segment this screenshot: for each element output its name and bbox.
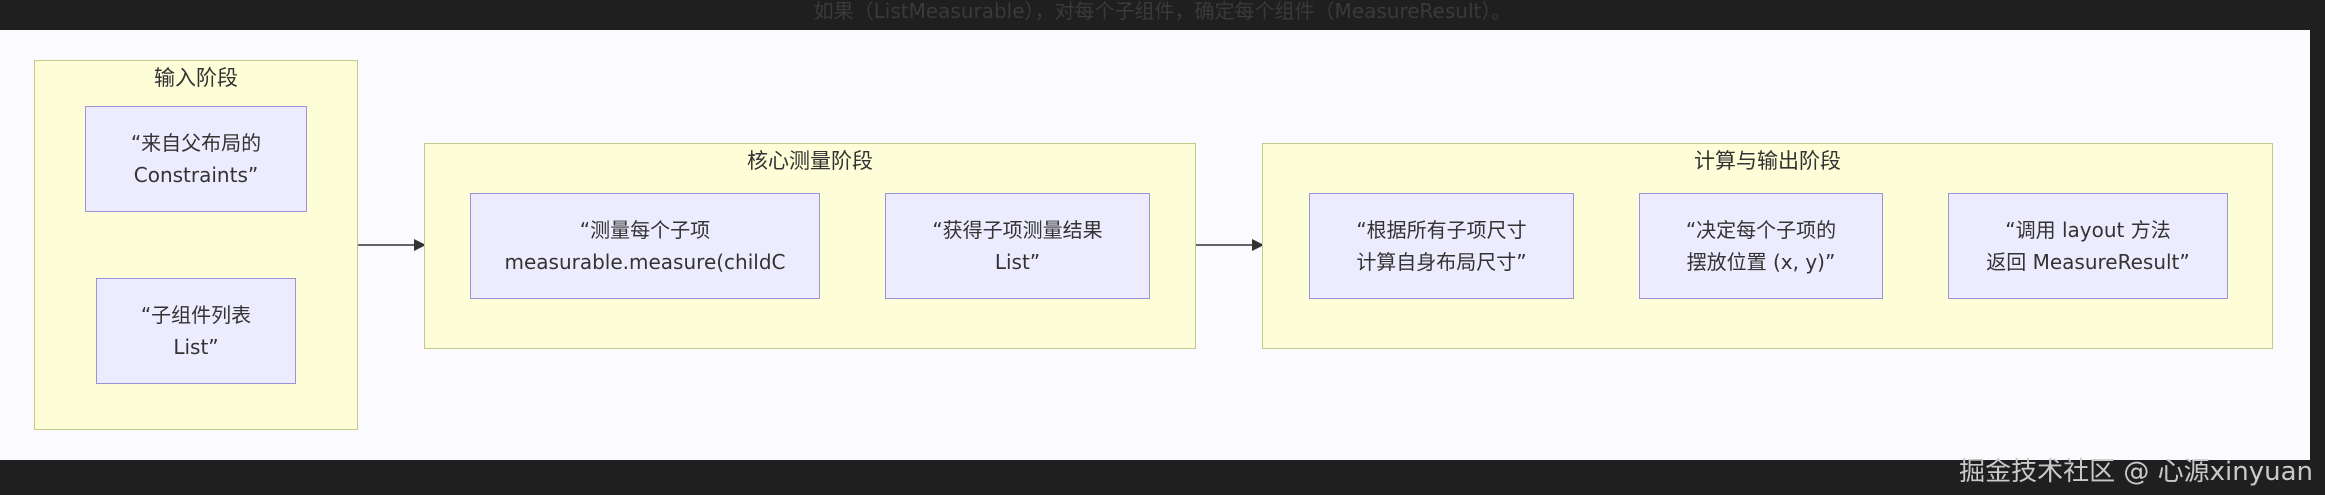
node-get-measure-results: “获得子项测量结果 List” — [885, 193, 1150, 299]
watermark: 掘金技术社区 @ 心源xinyuan — [1959, 457, 2313, 487]
node-measure-each-child: “测量每个子项 measurable.measure(childC — [470, 193, 820, 299]
node-call-layout: “调用 layout 方法 返回 MeasureResult” — [1948, 193, 2228, 299]
top-caption: 如果（ListMeasurable），对每个子组件，确定每个组件（Measure… — [813, 0, 1512, 23]
cluster-output-title: 计算与输出阶段 — [1694, 149, 1841, 173]
node-decide-placement: “决定每个子项的 摆放位置 (x, y)” — [1639, 193, 1883, 299]
node-constraints: “来自父布局的 Constraints” — [85, 106, 307, 212]
edges-layer — [358, 239, 1264, 251]
cluster-measure-title: 核心测量阶段 — [747, 149, 873, 173]
node-compute-own-size: “根据所有子项尺寸 计算自身布局尺寸” — [1309, 193, 1574, 299]
diagram-canvas: 输入阶段 核心测量阶段 计算与输出阶段 “来自父布局的 Constraints”… — [0, 30, 2310, 460]
node-children-list: “子组件列表 List” — [96, 278, 296, 384]
cluster-input-title: 输入阶段 — [154, 66, 238, 90]
